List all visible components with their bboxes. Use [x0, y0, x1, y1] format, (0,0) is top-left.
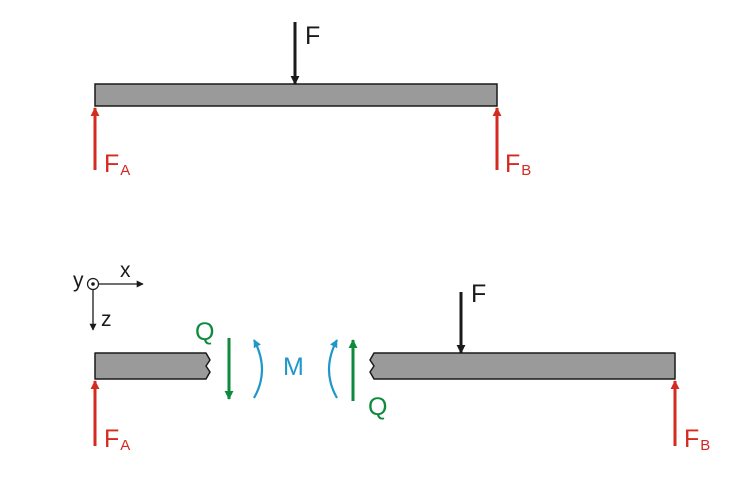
bottom-reaction-a-label: FA [104, 425, 131, 454]
right-beam-segment [369, 352, 676, 380]
top-load-label: F [305, 22, 321, 50]
shear-left-label: Q [195, 318, 215, 346]
moment-label: M [283, 353, 304, 381]
moment-left-arc [253, 339, 264, 399]
top-reaction-a-label: FA [104, 150, 131, 179]
coord-x-label: x [120, 259, 131, 282]
top-reaction-b-label: FB [505, 150, 532, 179]
bottom-reaction-b-label: FB [684, 425, 711, 454]
bottom-load-label: F [471, 280, 487, 308]
coord-origin-dot [91, 282, 95, 286]
coord-y-label: y [73, 269, 84, 292]
top-beam [94, 83, 498, 107]
moment-right-arc [327, 339, 338, 399]
left-beam-segment [94, 352, 211, 380]
coord-z-label: z [101, 308, 112, 331]
shear-right-label: Q [368, 393, 388, 421]
